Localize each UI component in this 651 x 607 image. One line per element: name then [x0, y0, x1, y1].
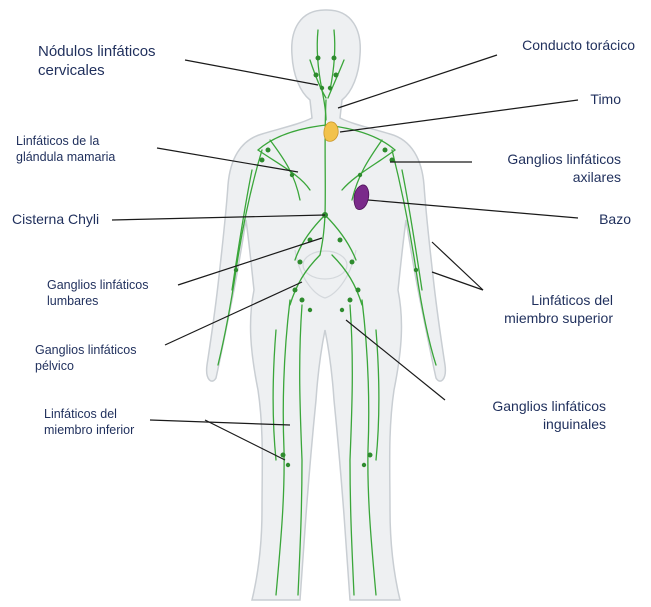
label-conducto-toracico: Conducto torácico	[522, 37, 635, 55]
label-linfaticos-mamaria-line2: glándula mamaria	[16, 150, 115, 166]
label-linfaticos-miembro-inferior: Linfáticos del miembro inferior	[44, 407, 134, 438]
label-linfaticos-miembro-superior: Linfáticos del miembro superior	[504, 292, 613, 327]
label-nodulos-cervicales: Nódulos linfáticos cervicales	[38, 43, 156, 81]
label-nodulos-cervicales-line2: cervicales	[38, 62, 156, 81]
label-timo: Timo	[590, 91, 621, 109]
label-ganglios-lumbares-line2: lumbares	[47, 294, 148, 310]
leader-line-conducto-toracico	[338, 55, 497, 108]
label-ganglios-inguinales-line2: inguinales	[492, 416, 606, 434]
label-ganglios-pelvico-line1: Ganglios linfáticos	[35, 343, 136, 359]
label-linfaticos-miembro-superior-line2: miembro superior	[504, 310, 613, 328]
label-bazo-line1: Bazo	[599, 211, 631, 229]
label-ganglios-axilares-line1: Ganglios linfáticos	[507, 151, 621, 169]
leader-line-timo	[340, 100, 578, 132]
label-ganglios-inguinales-line1: Ganglios linfáticos	[492, 398, 606, 416]
thymus	[324, 122, 338, 141]
label-linfaticos-miembro-superior-line1: Linfáticos del	[504, 292, 613, 310]
label-ganglios-axilares-line2: axilares	[507, 169, 621, 187]
label-timo-line1: Timo	[590, 91, 621, 109]
label-linfaticos-mamaria-line1: Linfáticos de la	[16, 134, 115, 150]
label-bazo: Bazo	[599, 211, 631, 229]
label-nodulos-cervicales-line1: Nódulos linfáticos	[38, 43, 156, 62]
label-ganglios-pelvico-line2: pélvico	[35, 359, 136, 375]
leader-line-miembro-superior	[432, 242, 483, 290]
label-ganglios-pelvico: Ganglios linfáticos pélvico	[35, 343, 136, 374]
label-linfaticos-miembro-inferior-line2: miembro inferior	[44, 423, 134, 439]
label-conducto-toracico-line1: Conducto torácico	[522, 37, 635, 55]
label-ganglios-lumbares: Ganglios linfáticos lumbares	[47, 278, 148, 309]
label-cisterna-chyli-line1: Cisterna Chyli	[12, 211, 99, 229]
label-linfaticos-mamaria: Linfáticos de la glándula mamaria	[16, 134, 115, 165]
label-ganglios-axilares: Ganglios linfáticos axilares	[507, 151, 621, 186]
label-linfaticos-miembro-inferior-line1: Linfáticos del	[44, 407, 134, 423]
label-cisterna-chyli: Cisterna Chyli	[12, 211, 99, 229]
leader-line-miembro-superior-2	[432, 272, 483, 290]
label-ganglios-inguinales: Ganglios linfáticos inguinales	[492, 398, 606, 433]
label-ganglios-lumbares-line1: Ganglios linfáticos	[47, 278, 148, 294]
